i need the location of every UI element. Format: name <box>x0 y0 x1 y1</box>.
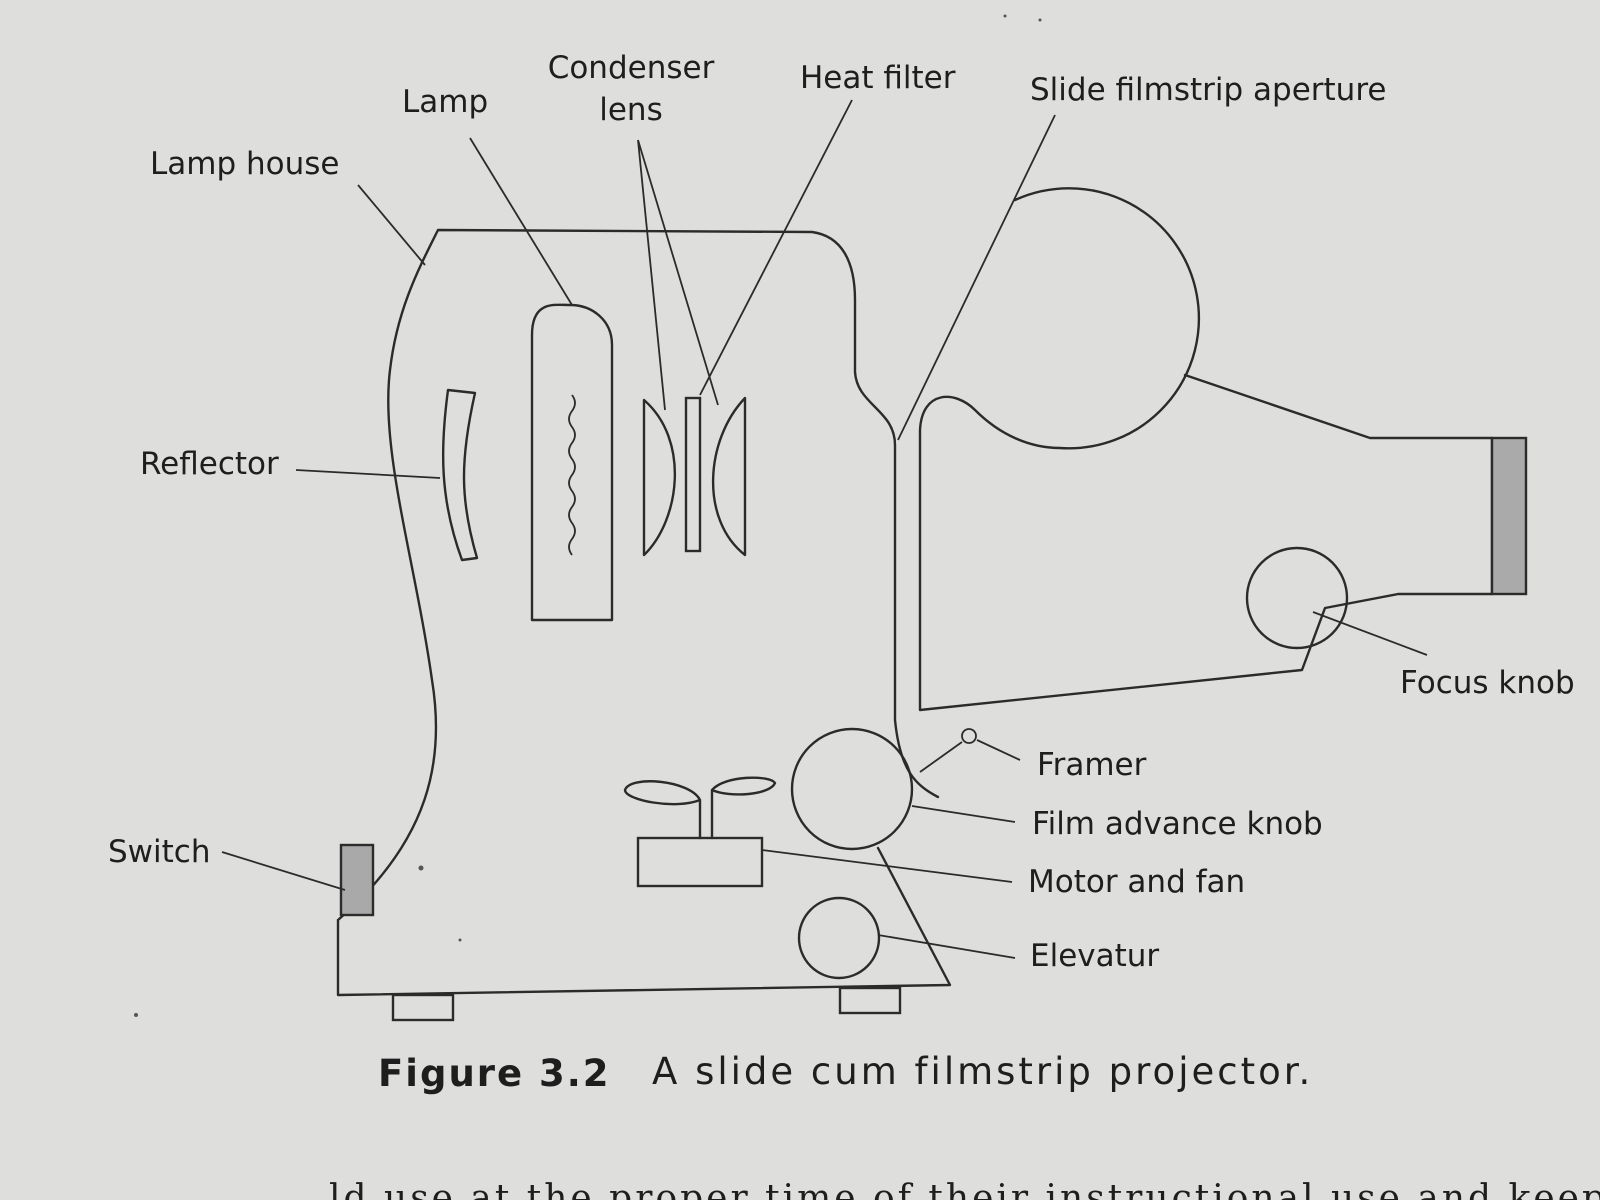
reflector <box>441 388 479 562</box>
leader-motor-fan <box>761 849 1013 883</box>
label-aperture: Slide filmstrip aperture <box>1030 72 1386 108</box>
lamp-house-body <box>336 228 952 997</box>
condenser-lens-1 <box>642 398 676 557</box>
label-motor-fan: Motor and fan <box>1028 864 1245 900</box>
leader-focus-knob <box>1312 611 1428 656</box>
leader-switch <box>221 851 346 891</box>
bottom-body-text: …ld use at the proper time of their inst… <box>290 1178 1600 1200</box>
label-reflector: Reflector <box>140 446 279 482</box>
foot-right <box>838 986 902 1015</box>
label-film-advance: Film advance knob <box>1032 806 1323 842</box>
film-advance-knob <box>790 727 914 851</box>
foot-left <box>391 993 455 1022</box>
lens-front <box>1490 436 1528 596</box>
elevator-knob <box>797 896 881 980</box>
leader-heat-filter <box>699 99 853 396</box>
leader-film-advance <box>911 805 1016 823</box>
leader-reflector <box>295 469 441 479</box>
leader-lines <box>221 99 1428 959</box>
motor <box>636 836 764 888</box>
leader-lamp-house <box>357 184 426 266</box>
leader-elevator <box>877 934 1016 959</box>
leader-aperture <box>897 114 1056 441</box>
label-framer: Framer <box>1037 747 1147 783</box>
caption-title: A slide cum filmstrip projector. <box>652 1050 1313 1093</box>
label-switch: Switch <box>108 834 211 870</box>
label-heat-filter: Heat filter <box>800 60 956 96</box>
label-condenser: Condenser <box>548 50 715 86</box>
leader-lamp <box>469 137 573 306</box>
framer-stem <box>919 741 963 773</box>
projection-head <box>918 187 1494 712</box>
leader-framer <box>976 739 1021 761</box>
heat-filter <box>684 396 702 553</box>
label-lamp: Lamp <box>402 84 488 120</box>
lamp <box>530 303 614 622</box>
label-focus-knob: Focus knob <box>1400 665 1575 701</box>
framer-knob <box>961 728 977 744</box>
focus-knob <box>1245 546 1349 650</box>
fan-blades <box>623 776 777 840</box>
leader-condenser <box>637 139 719 411</box>
label-lamp-house: Lamp house <box>150 146 339 182</box>
scan-specks <box>134 14 1042 1017</box>
lamp-filament <box>568 394 576 556</box>
label-condenser-lens: lens <box>599 92 662 128</box>
switch <box>339 843 375 917</box>
condenser-lens-2 <box>711 396 747 557</box>
caption-figure-number: Figure 3.2 <box>378 1052 611 1095</box>
label-elevator: Elevatur <box>1030 938 1159 974</box>
